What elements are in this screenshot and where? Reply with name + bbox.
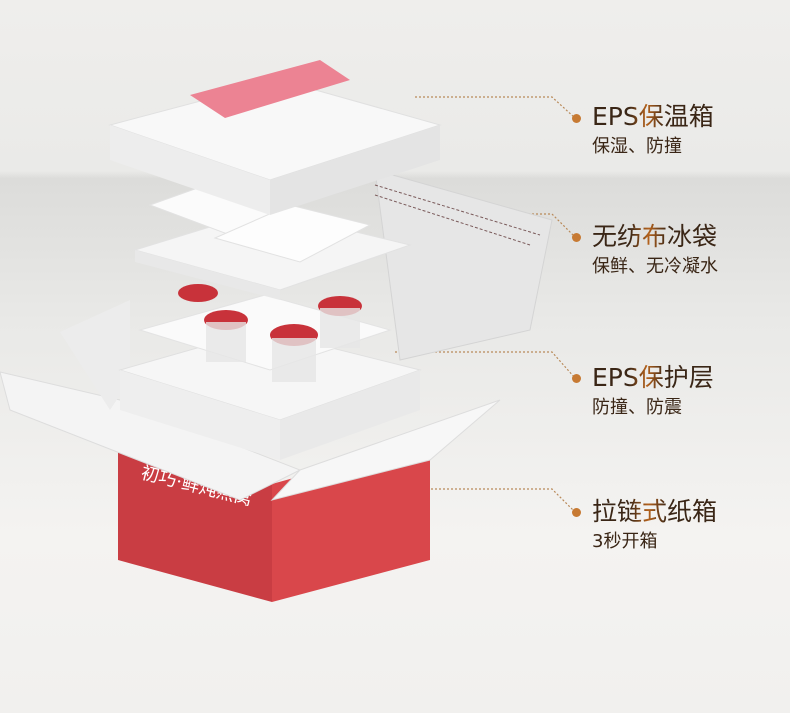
feature-ice-bag: 无纺布冰袋 保鲜、无冷凝水 xyxy=(592,222,718,279)
feature-zipper-carton: 拉链式纸箱 3秒开箱 xyxy=(592,497,717,554)
feature-eps-box: EPS保温箱 保湿、防撞 xyxy=(592,102,714,159)
leader-dot-3 xyxy=(572,374,581,383)
feature-title: EPS保温箱 xyxy=(592,102,714,131)
pink-card xyxy=(190,60,350,118)
leader-dot-2 xyxy=(572,233,581,242)
feature-subtitle: 3秒开箱 xyxy=(592,531,658,552)
feature-subtitle: 防撞、防震 xyxy=(592,397,682,418)
feature-subtitle: 保湿、防撞 xyxy=(592,136,682,157)
jars xyxy=(178,284,362,382)
leader-lines xyxy=(395,96,576,513)
feature-title: 无纺布冰袋 xyxy=(592,222,718,251)
feature-subtitle: 保鲜、无冷凝水 xyxy=(592,256,718,277)
feature-eps-layer: EPS保护层 防撞、防震 xyxy=(592,363,714,420)
feature-title: 拉链式纸箱 xyxy=(592,497,718,526)
leader-dot-4 xyxy=(572,508,581,517)
eps-insulation-lid xyxy=(108,60,442,215)
leader-dot-1 xyxy=(572,114,581,123)
feature-title: EPS保护层 xyxy=(592,363,714,392)
eps-protective-layer xyxy=(118,284,422,460)
zipper-carton-box: 初巧·鲜炖燕窝 xyxy=(0,169,553,602)
